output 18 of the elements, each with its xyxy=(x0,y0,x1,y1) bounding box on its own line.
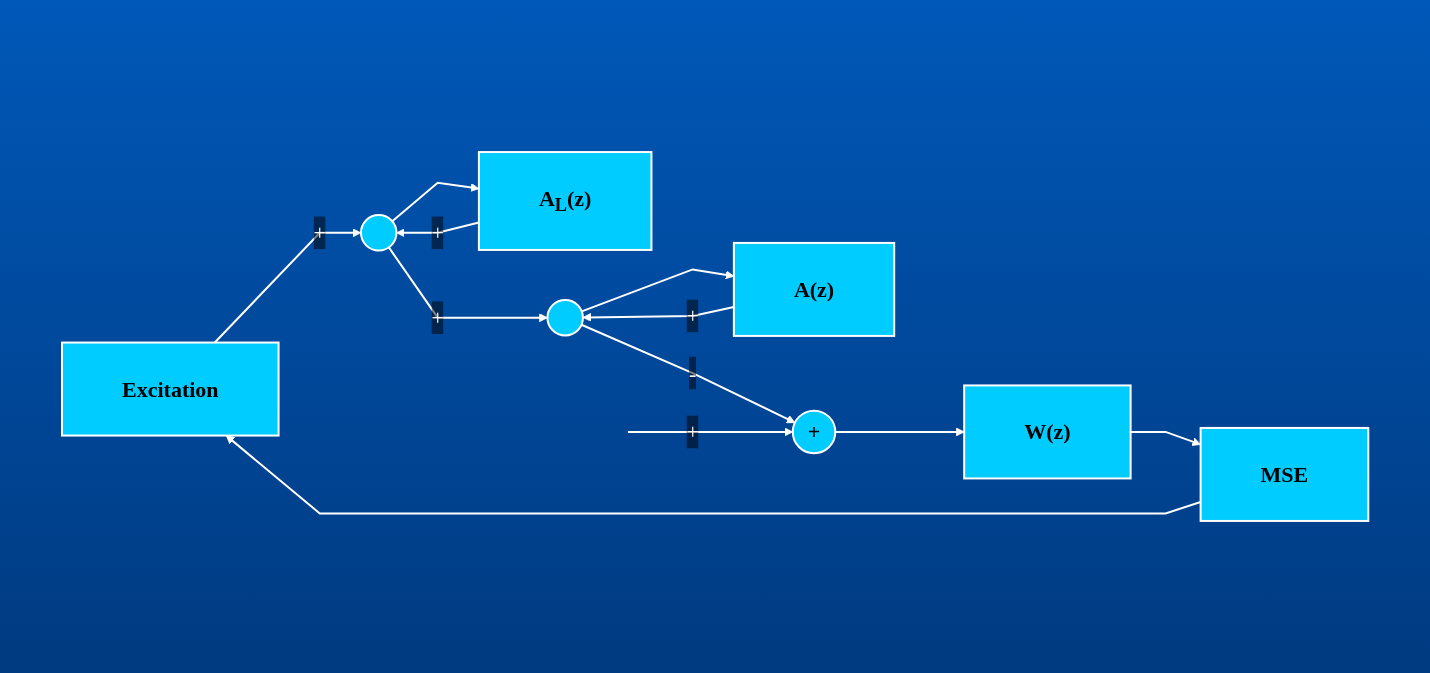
edge-label: + xyxy=(431,220,444,246)
edge-label: + xyxy=(686,303,699,329)
node-box: A$_{L}$(z) xyxy=(477,151,653,251)
node-circle xyxy=(546,298,584,337)
edge-label: - xyxy=(688,360,697,386)
node-circle: + xyxy=(791,409,837,455)
edge-label: + xyxy=(431,305,444,331)
edge-label: + xyxy=(686,419,699,445)
arrow xyxy=(580,323,796,424)
node-box: MSE xyxy=(1199,426,1370,522)
node-circle xyxy=(359,214,398,252)
arrow xyxy=(387,246,548,323)
node-box: Excitation xyxy=(60,341,280,437)
node-box: A(z) xyxy=(732,241,896,337)
arrow xyxy=(213,228,362,344)
arrow xyxy=(626,427,793,437)
edge-label: + xyxy=(313,220,326,246)
node-box: W(z) xyxy=(963,384,1132,480)
